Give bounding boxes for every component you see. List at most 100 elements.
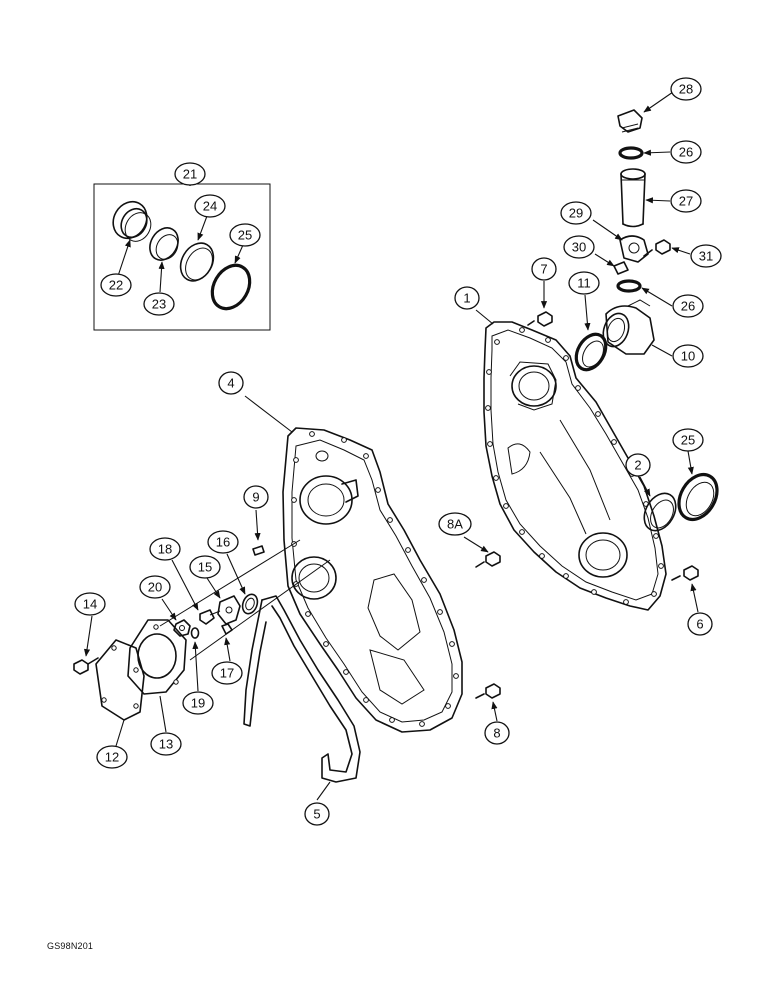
svg-text:8A: 8A	[447, 517, 463, 532]
callout-5: 5	[304, 802, 330, 826]
callout-22: 22	[100, 273, 132, 297]
svg-text:25: 25	[681, 433, 695, 448]
callout-11: 11	[568, 271, 600, 295]
part-2-seal	[643, 492, 677, 532]
callout-31: 31	[690, 244, 722, 268]
svg-text:10: 10	[681, 349, 695, 364]
svg-text:13: 13	[159, 737, 173, 752]
leader-lines	[83, 91, 699, 801]
callout-26-upper: 26	[670, 140, 702, 164]
part-27-tube	[620, 168, 646, 228]
svg-text:30: 30	[572, 240, 586, 255]
svg-text:27: 27	[679, 194, 693, 209]
callout-20: 20	[139, 575, 171, 599]
callout-12: 12	[96, 745, 128, 769]
svg-text:24: 24	[203, 199, 217, 214]
svg-text:14: 14	[83, 597, 97, 612]
callout-8: 8	[484, 721, 510, 745]
svg-text:1: 1	[463, 291, 470, 306]
part-8A-bolt	[475, 551, 501, 568]
svg-text:15: 15	[198, 560, 212, 575]
part-19-ring	[190, 627, 200, 639]
svg-text:31: 31	[699, 249, 713, 264]
callout-13: 13	[150, 732, 182, 756]
callout-19: 19	[182, 691, 214, 715]
callout-17: 17	[211, 661, 243, 685]
part-30-pin	[613, 261, 629, 275]
svg-text:16: 16	[216, 535, 230, 550]
part-14-bolt	[73, 657, 99, 675]
svg-text:11: 11	[577, 276, 591, 291]
part-24-seal	[179, 242, 215, 282]
part-26-oring-upper	[618, 146, 644, 160]
svg-text:4: 4	[227, 376, 234, 391]
callout-18: 18	[149, 537, 181, 561]
callout-28: 28	[670, 77, 702, 101]
part-20-nut	[173, 619, 191, 637]
alignment-lines	[159, 539, 331, 661]
part-11-seal	[574, 332, 608, 372]
svg-text:8: 8	[493, 726, 500, 741]
part-23-seal	[149, 227, 179, 261]
svg-text:12: 12	[105, 750, 119, 765]
part-29-clamp	[619, 235, 649, 263]
callout-29: 29	[560, 201, 592, 225]
svg-text:26: 26	[681, 299, 695, 314]
svg-text:7: 7	[540, 262, 547, 277]
part-7-bolt	[527, 311, 553, 327]
part-17-bolt	[221, 623, 233, 635]
part-18-fastener	[199, 609, 221, 625]
callout-27: 27	[670, 189, 702, 213]
svg-text:5: 5	[313, 807, 320, 822]
callout-21: 21	[174, 162, 206, 186]
part-28-cap	[617, 109, 643, 133]
part-31-bolt	[643, 239, 671, 257]
callout-23: 23	[143, 292, 175, 316]
part-22-seal	[112, 200, 152, 242]
part-26-oring-lower	[616, 279, 642, 293]
callout-10: 10	[672, 344, 704, 368]
part-6-bolt	[671, 565, 699, 581]
callout-25: 25	[672, 428, 704, 452]
svg-text:17: 17	[220, 666, 234, 681]
callout-26-lower: 26	[672, 294, 704, 318]
callout-25-kit: 25	[229, 223, 261, 247]
callout-30: 30	[563, 235, 595, 259]
callout-1: 1	[454, 286, 480, 310]
svg-text:21: 21	[183, 167, 197, 182]
part-5-gasket	[243, 595, 361, 783]
svg-text:2: 2	[634, 458, 641, 473]
callout-8A: 8A	[438, 512, 472, 536]
callout-2: 2	[625, 453, 651, 477]
part-15-bracket	[217, 595, 241, 625]
callout-16: 16	[207, 530, 239, 554]
part-8-bolt	[475, 683, 501, 699]
svg-text:18: 18	[158, 542, 172, 557]
svg-text:23: 23	[152, 297, 166, 312]
callout-6: 6	[687, 612, 713, 636]
part-10-housing	[602, 299, 655, 355]
part-16-gasket	[241, 593, 259, 615]
svg-text:25: 25	[238, 228, 252, 243]
svg-text:20: 20	[148, 580, 162, 595]
callout-9: 9	[243, 485, 269, 509]
svg-text:22: 22	[109, 278, 123, 293]
svg-text:9: 9	[252, 490, 259, 505]
part-4-gear-housing	[282, 427, 463, 733]
svg-text:26: 26	[679, 145, 693, 160]
svg-text:6: 6	[696, 617, 703, 632]
callout-24: 24	[194, 194, 226, 218]
part-9-dowel	[252, 545, 265, 556]
part-12-cover-plate	[95, 639, 145, 721]
callout-15: 15	[189, 555, 221, 579]
figure-code-label: GS98N201	[47, 941, 94, 951]
callout-4: 4	[218, 371, 244, 395]
part-25-seal	[677, 472, 719, 522]
callout-7: 7	[531, 257, 557, 281]
svg-text:29: 29	[569, 206, 583, 221]
part-13-gasket	[127, 619, 187, 695]
part-1-gear-cover	[483, 321, 667, 611]
svg-text:28: 28	[679, 82, 693, 97]
svg-text:19: 19	[191, 696, 205, 711]
